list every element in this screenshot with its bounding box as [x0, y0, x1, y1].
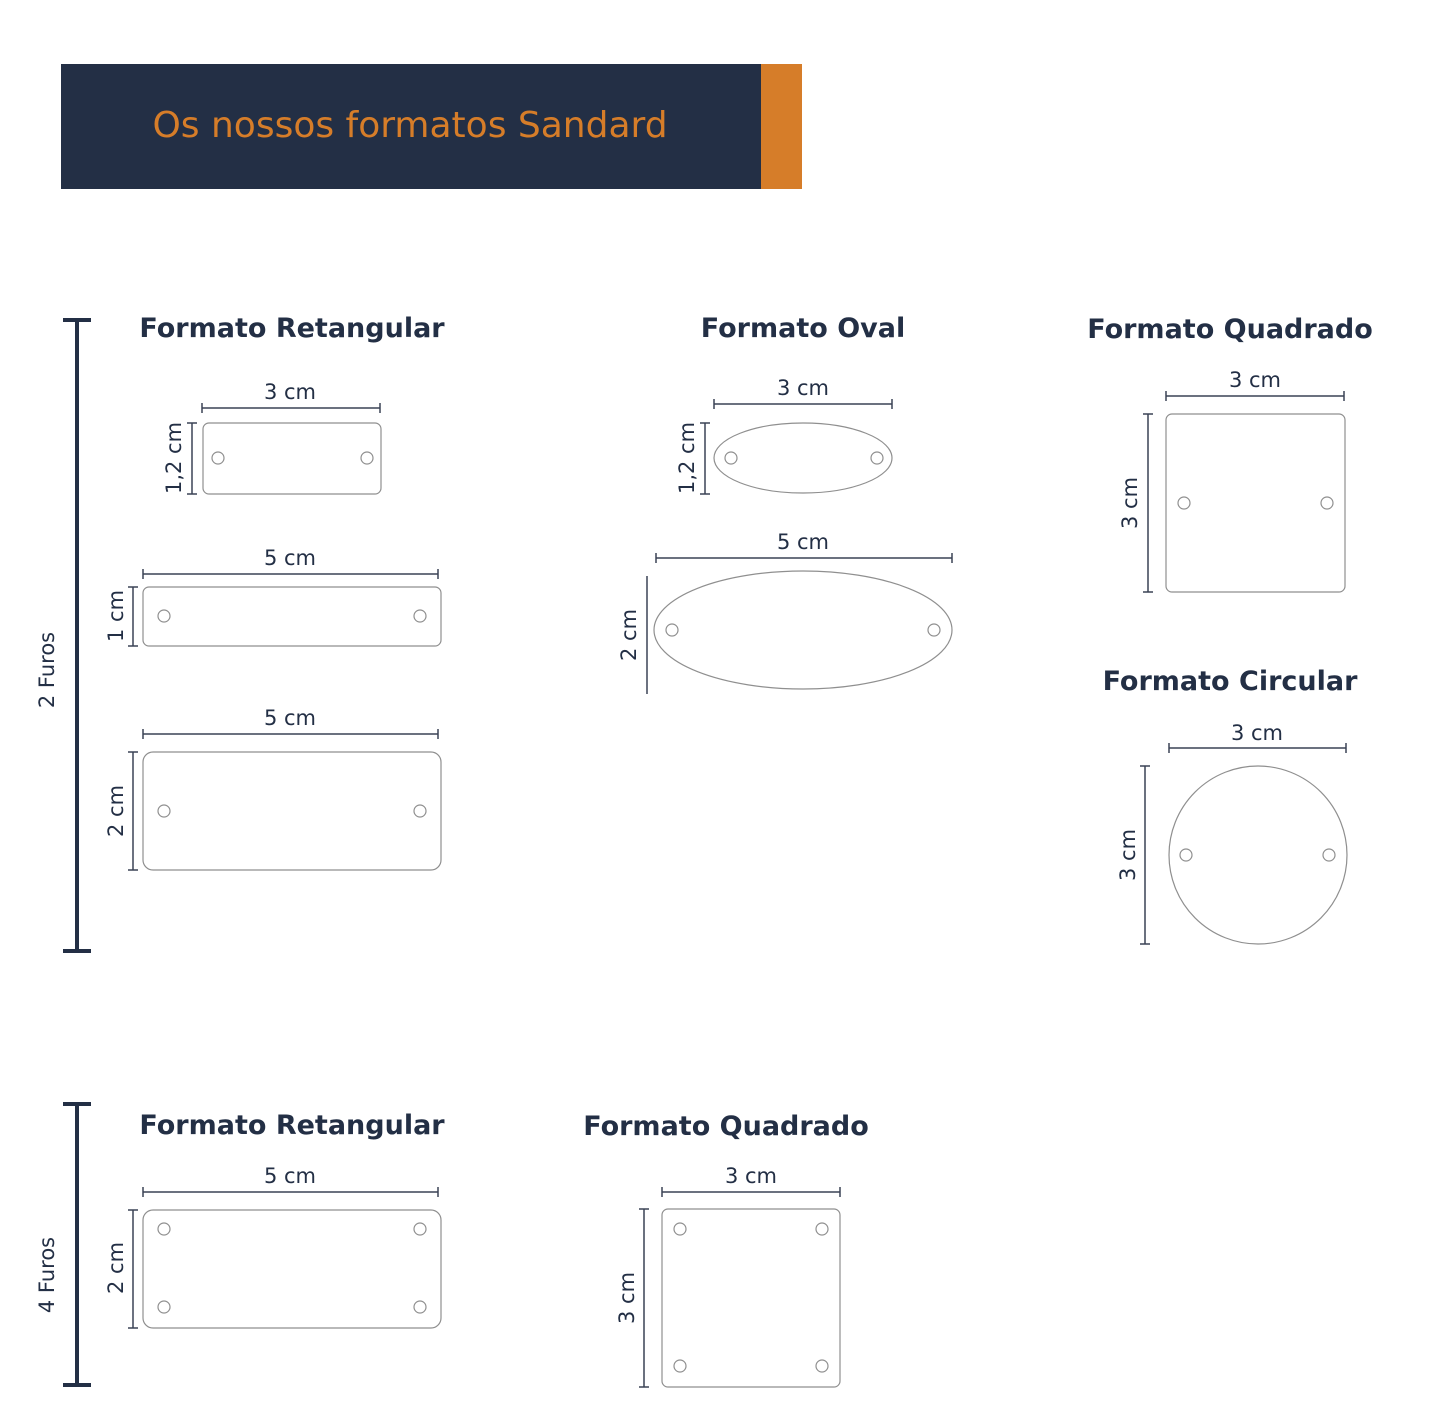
width-label: 3 cm [1229, 368, 1281, 392]
height-label: 1,2 cm [675, 422, 699, 494]
width-label: 3 cm [777, 376, 829, 400]
height-label: 2 cm [104, 1242, 128, 1294]
height-label: 3 cm [1118, 477, 1142, 529]
section-title: Formato Quadrado [1087, 314, 1373, 345]
oval-tag-5x2: 5 cm 2 cm [617, 530, 953, 694]
square-tag-3x3-4holes: 3 cm 3 cm [615, 1164, 841, 1388]
header-title: Os nossos formatos Sandard [152, 105, 667, 146]
section-title: Formato Circular [1103, 666, 1359, 697]
width-label: 5 cm [264, 706, 316, 730]
height-label: 3 cm [1116, 829, 1140, 881]
rect-tag-5x1: 5 cm 1 cm [104, 546, 442, 647]
rect-tag-3x1.2: 3 cm 1,2 cm [162, 380, 382, 495]
header-banner: Os nossos formatos Sandard [61, 64, 802, 189]
circle-tag-3x3: 3 cm 3 cm [1116, 721, 1348, 945]
bracket-2-furos: 2 Furos [35, 318, 91, 953]
bracket-4-furos: 4 Furos [35, 1102, 91, 1387]
section-title: Formato Oval [701, 313, 905, 344]
rect-tag-5x2-4holes: 5 cm 2 cm [104, 1164, 442, 1329]
width-label: 3 cm [725, 1164, 777, 1188]
section-title: Formato Retangular [139, 1110, 445, 1141]
width-label: 5 cm [264, 546, 316, 570]
rect-tag-5x2: 5 cm 2 cm [104, 706, 442, 871]
group-label: 2 Furos [35, 632, 59, 708]
height-label: 2 cm [104, 785, 128, 837]
group-label: 4 Furos [35, 1237, 59, 1313]
width-label: 3 cm [1231, 721, 1283, 745]
width-label: 3 cm [264, 380, 316, 404]
height-label: 2 cm [617, 609, 641, 661]
oval-tag-3x1.2: 3 cm 1,2 cm [675, 376, 893, 495]
width-label: 5 cm [264, 1164, 316, 1188]
height-label: 3 cm [615, 1272, 639, 1324]
header-accent [761, 64, 802, 189]
width-label: 5 cm [777, 530, 829, 554]
height-label: 1,2 cm [162, 422, 186, 494]
section-title: Formato Quadrado [583, 1111, 869, 1142]
square-tag-3x3-2holes: 3 cm 3 cm [1118, 368, 1346, 593]
section-title: Formato Retangular [139, 313, 445, 344]
height-label: 1 cm [104, 590, 128, 642]
